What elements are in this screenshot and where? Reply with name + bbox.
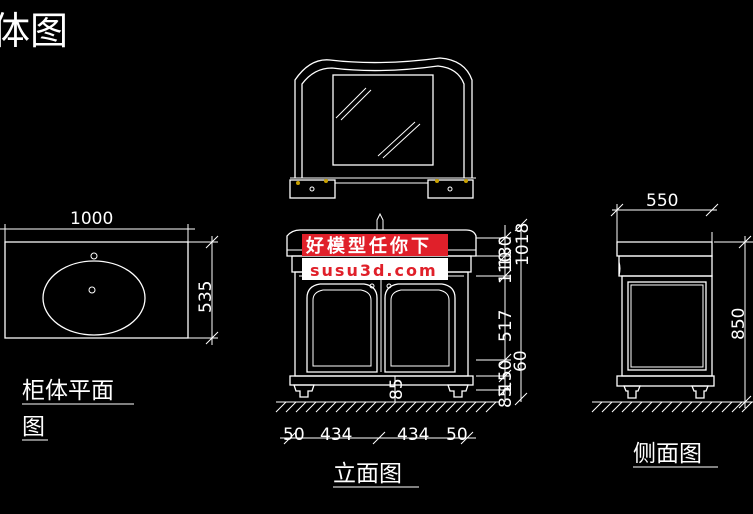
plan-width-label: 1000 [70,209,113,229]
side-height-label: 850 [729,308,749,340]
watermark-line1: 好模型任你下 [305,235,432,257]
front-dim-left-50: 50 [283,425,305,445]
front-dim-right-434: 434 [397,425,429,445]
front-dim-left-434: 434 [320,425,352,445]
watermark: 好模型任你下 susu3d.com [302,234,448,280]
plan-depth-label: 535 [196,281,216,313]
plan-label-line1: 柜体平面 [22,378,114,404]
mirror [289,57,476,199]
front-label: 立面图 [333,461,402,487]
front-dim-85a: 85 [496,386,516,408]
front-dim-60: 60 [511,350,531,372]
front-dim-150: 150 [496,360,516,392]
drawing-title: 体图 [0,9,68,53]
side-width-label: 550 [646,191,678,211]
side-view: 550 850 侧面图 [591,191,753,468]
front-dim-110: 110 [496,252,516,284]
front-foot-height: 85 [387,378,407,400]
hinge-accent [296,181,300,185]
front-dim-130: 130 [496,236,516,268]
front-dim-517: 517 [496,310,516,342]
side-label: 侧面图 [633,441,702,467]
plan-label-line2: 图 [22,414,45,440]
front-dim-total: 1018 [513,223,533,266]
watermark-line2: susu3d.com [310,261,438,280]
front-dim-right-50: 50 [446,425,468,445]
plan-view: 1000 535 柜体平面 图 [0,209,219,441]
